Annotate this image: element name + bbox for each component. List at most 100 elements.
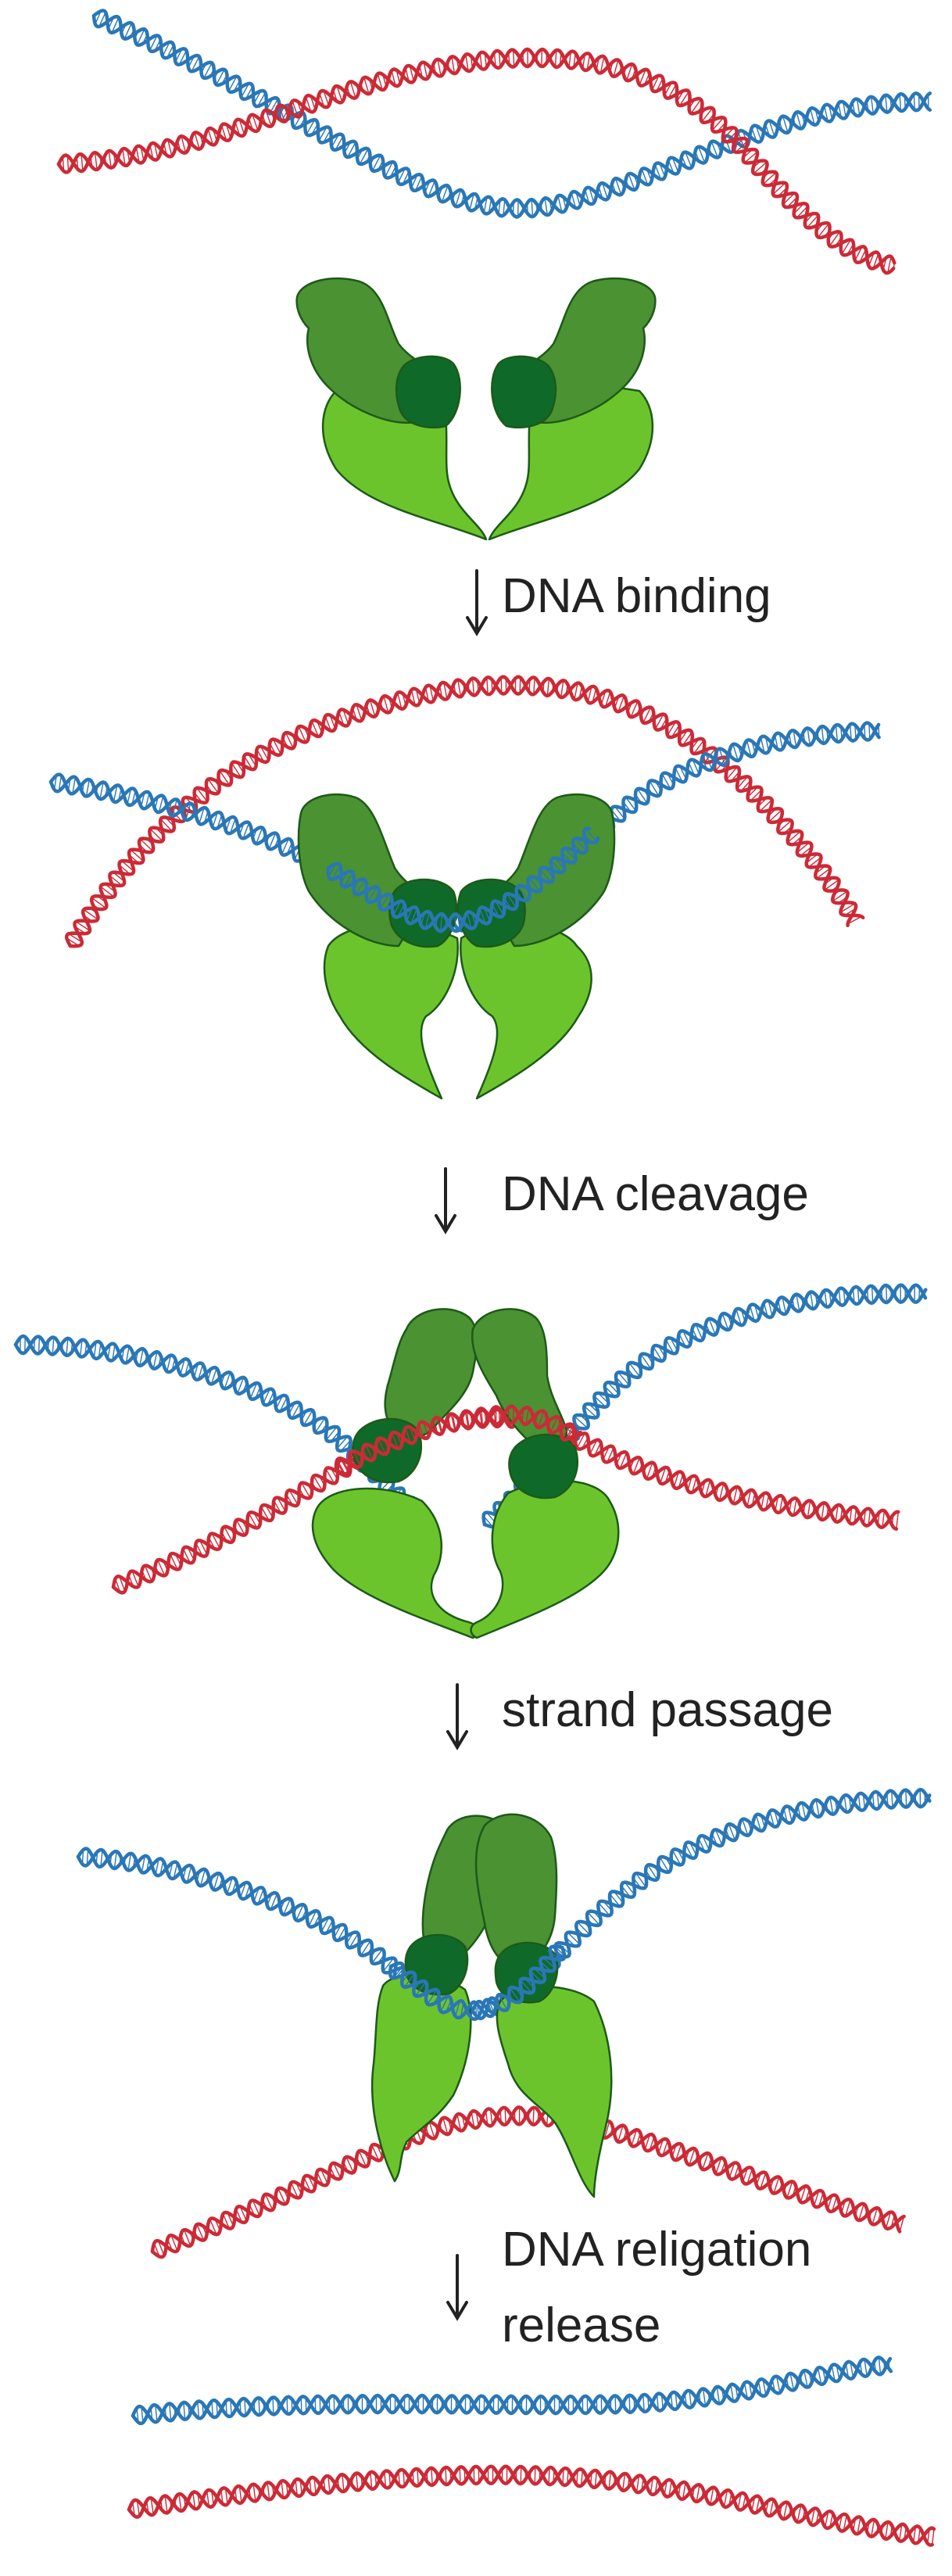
topoisomerase-open xyxy=(295,277,657,541)
base-pair xyxy=(842,102,846,118)
base-pair xyxy=(807,728,811,746)
base-pair xyxy=(689,2390,693,2408)
base-pair xyxy=(241,83,250,98)
base-pair xyxy=(801,1802,807,1820)
base-pair xyxy=(775,2376,781,2393)
base-pair xyxy=(155,2405,158,2422)
base-pair xyxy=(378,1438,386,1455)
base-pair xyxy=(520,1979,532,1994)
base-pair xyxy=(263,1388,270,1404)
base-pair xyxy=(762,2379,767,2395)
base-pair xyxy=(295,1904,304,1921)
base-pair xyxy=(219,770,231,786)
base-pair xyxy=(465,54,469,72)
base-pair xyxy=(824,106,829,122)
backbone-strand-1 xyxy=(56,47,897,270)
base-pair xyxy=(272,739,281,754)
step-strand-passage: strand passage xyxy=(446,1683,833,1750)
base-pair xyxy=(711,117,725,131)
base-pair xyxy=(628,174,635,191)
base-pair xyxy=(183,2402,186,2420)
enzyme-active-site-right xyxy=(508,1433,578,1499)
backbone-strand-1 xyxy=(111,1408,899,1595)
base-pair xyxy=(854,246,863,261)
base-pair xyxy=(356,704,363,721)
base-pair xyxy=(127,788,132,804)
base-pair xyxy=(887,256,892,274)
base-pair xyxy=(324,715,332,732)
base-pair xyxy=(196,787,208,802)
base-pair xyxy=(141,2406,144,2423)
base-pair xyxy=(732,1486,738,1504)
base-pair xyxy=(264,2194,274,2210)
base-pair xyxy=(349,1933,359,1948)
base-pair xyxy=(383,696,389,713)
arrow-down-icon xyxy=(446,1683,468,1750)
arrow-down-icon xyxy=(435,1167,456,1234)
base-pair xyxy=(392,1965,404,1979)
base-pair xyxy=(85,779,90,797)
backbone-strand-2 xyxy=(13,1334,414,1514)
base-pair xyxy=(229,818,236,834)
base-pair xyxy=(821,1503,825,1521)
base-pair xyxy=(773,2177,780,2194)
base-pair xyxy=(594,2470,597,2488)
base-pair xyxy=(349,81,356,99)
base-pair xyxy=(871,2208,879,2225)
base-pair xyxy=(562,2468,564,2485)
base-pair xyxy=(315,1417,326,1433)
base-pair xyxy=(710,141,718,158)
base-pair xyxy=(715,2157,722,2174)
backbone-strand-2 xyxy=(131,2355,893,2424)
base-pair xyxy=(571,192,577,209)
base-pair xyxy=(807,214,819,228)
base-pair xyxy=(167,139,173,156)
base-pair xyxy=(81,154,84,171)
base-pair xyxy=(428,2122,435,2139)
base-pair xyxy=(456,2114,462,2131)
base-pair xyxy=(180,1359,185,1375)
base-pair xyxy=(682,732,693,746)
base-pair xyxy=(796,2505,802,2523)
base-pair xyxy=(358,2151,367,2167)
base-pair xyxy=(691,1477,697,1493)
base-pair xyxy=(641,169,649,185)
base-pair xyxy=(506,893,517,908)
base-pair xyxy=(371,2144,380,2161)
base-pair xyxy=(662,2140,668,2156)
base-pair xyxy=(702,1835,710,1850)
enzyme-active-site-right xyxy=(491,355,557,429)
base-pair xyxy=(653,1346,663,1362)
base-pair xyxy=(617,1371,630,1386)
base-pair xyxy=(283,1898,292,1915)
base-pair xyxy=(647,1865,658,1880)
base-pair xyxy=(671,157,679,173)
base-pair xyxy=(211,1533,220,1549)
base-pair xyxy=(323,91,330,106)
base-pair xyxy=(659,1857,670,1872)
base-pair xyxy=(642,707,652,723)
base-pair xyxy=(876,1792,879,1808)
base-pair xyxy=(474,2002,478,2019)
base-pair xyxy=(248,1513,258,1528)
base-pair xyxy=(778,733,783,750)
step-dna-binding: DNA binding xyxy=(466,569,771,636)
enzyme-lower-domain-right xyxy=(470,1479,620,1639)
base-pair xyxy=(191,56,200,72)
base-pair xyxy=(882,1510,885,1528)
step-label-dna-binding: DNA binding xyxy=(502,569,771,623)
base-pair xyxy=(437,59,442,77)
base-pair xyxy=(782,1297,787,1314)
base-pair xyxy=(192,2492,196,2510)
base-pair xyxy=(843,1795,847,1812)
step-dna-cleavage: DNA cleavage xyxy=(435,1167,809,1234)
base-pair xyxy=(91,897,106,908)
base-pair xyxy=(871,2519,875,2537)
base-pair xyxy=(183,2229,191,2246)
backbone-strand-2 xyxy=(111,1407,900,1589)
base-pair xyxy=(83,908,98,920)
base-pair xyxy=(635,1872,646,1888)
base-pair xyxy=(479,52,483,70)
base-pair xyxy=(564,847,576,861)
base-pair xyxy=(213,1872,220,1890)
